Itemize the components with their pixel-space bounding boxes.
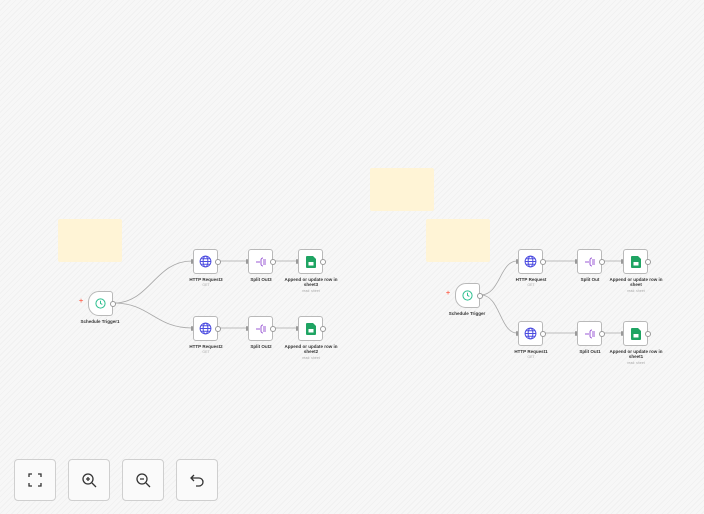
fit-view-button[interactable] — [14, 459, 56, 501]
output-port[interactable] — [645, 259, 651, 265]
google-sheets-icon — [630, 255, 641, 268]
zoom-out-button[interactable] — [122, 459, 164, 501]
sticky-note[interactable] — [426, 219, 490, 262]
node-label: Schedule Trigger — [448, 311, 486, 316]
input-port[interactable] — [296, 326, 298, 331]
input-port[interactable] — [575, 259, 577, 264]
fit-view-icon — [28, 473, 42, 487]
output-port[interactable] — [270, 259, 276, 265]
globe-icon — [524, 327, 537, 340]
add-trigger-icon[interactable]: + — [446, 290, 451, 297]
node-label: Append or update row in sheet3 — [284, 277, 338, 287]
connection — [113, 302, 193, 329]
split-out-icon — [584, 328, 596, 340]
input-port[interactable] — [516, 259, 518, 264]
input-port[interactable] — [191, 259, 193, 264]
connection — [480, 294, 518, 334]
node-label: Append or update row in sheet — [609, 277, 663, 287]
sticky-note[interactable] — [370, 168, 434, 211]
output-port[interactable] — [320, 259, 326, 265]
node-subtitle: read: sheet — [627, 289, 645, 293]
connection — [480, 260, 518, 296]
globe-icon — [524, 255, 537, 268]
output-port[interactable] — [110, 301, 116, 307]
input-port[interactable] — [621, 331, 623, 336]
node-label: HTTP Request1 — [514, 349, 548, 354]
output-port[interactable] — [599, 331, 605, 337]
http-request-node[interactable] — [191, 316, 221, 341]
split-out-node[interactable] — [246, 316, 276, 341]
node-subtitle: read: sheet — [302, 356, 320, 360]
split-out-node[interactable] — [246, 249, 276, 274]
google-sheets-icon — [305, 322, 316, 335]
sticky-note[interactable] — [58, 219, 122, 262]
input-port[interactable] — [246, 326, 248, 331]
split-out-node[interactable] — [575, 249, 605, 274]
node-subtitle: GET — [527, 283, 535, 287]
split-out-icon — [255, 323, 267, 335]
zoom-out-icon — [135, 472, 150, 487]
input-port[interactable] — [575, 331, 577, 336]
node-subtitle: GET — [202, 350, 210, 354]
connection — [113, 260, 193, 304]
globe-icon — [199, 255, 212, 268]
output-port[interactable] — [477, 293, 483, 299]
output-port[interactable] — [320, 326, 326, 332]
input-port[interactable] — [296, 259, 298, 264]
node-label: Split Out2 — [250, 344, 272, 349]
globe-icon — [199, 322, 212, 335]
output-port[interactable] — [645, 331, 651, 337]
add-trigger-icon[interactable]: + — [79, 298, 84, 305]
schedule-trigger-node[interactable] — [455, 283, 483, 308]
node-subtitle: read: sheet — [627, 361, 645, 365]
input-port[interactable] — [621, 259, 623, 264]
node-subtitle: read: sheet — [302, 289, 320, 293]
google-sheets-node[interactable] — [296, 249, 326, 274]
node-label: Split Out — [580, 277, 600, 282]
node-label: Append or update row in sheet1 — [609, 349, 663, 359]
http-request-node[interactable] — [191, 249, 221, 274]
clock-icon — [462, 290, 473, 301]
node-label: Append or update row in sheet2 — [284, 344, 338, 354]
node-subtitle: GET — [527, 355, 535, 359]
google-sheets-node[interactable] — [621, 249, 651, 274]
http-request-node[interactable] — [516, 321, 546, 346]
split-out-icon — [255, 256, 267, 268]
output-port[interactable] — [540, 259, 546, 265]
input-port[interactable] — [246, 259, 248, 264]
google-sheets-icon — [305, 255, 316, 268]
split-out-node[interactable] — [575, 321, 605, 346]
undo-button[interactable] — [176, 459, 218, 501]
output-port[interactable] — [540, 331, 546, 337]
google-sheets-node[interactable] — [621, 321, 651, 346]
node-label: HTTP Request3 — [189, 277, 223, 282]
output-port[interactable] — [215, 326, 221, 332]
google-sheets-node[interactable] — [296, 316, 326, 341]
output-port[interactable] — [270, 326, 276, 332]
zoom-in-button[interactable] — [68, 459, 110, 501]
input-port[interactable] — [191, 326, 193, 331]
node-label: HTTP Request — [515, 277, 547, 282]
node-label: Split Out1 — [579, 349, 601, 354]
node-subtitle: GET — [202, 283, 210, 287]
split-out-icon — [584, 256, 596, 268]
http-request-node[interactable] — [516, 249, 546, 274]
zoom-in-icon — [81, 472, 96, 487]
input-port[interactable] — [516, 331, 518, 336]
node-label: Schedule Trigger1 — [80, 319, 120, 324]
undo-icon — [190, 474, 204, 487]
output-port[interactable] — [599, 259, 605, 265]
google-sheets-icon — [630, 327, 641, 340]
node-label: Split Out3 — [250, 277, 272, 282]
output-port[interactable] — [215, 259, 221, 265]
clock-icon — [95, 298, 106, 309]
node-label: HTTP Request2 — [189, 344, 223, 349]
schedule-trigger-node[interactable] — [88, 291, 116, 316]
